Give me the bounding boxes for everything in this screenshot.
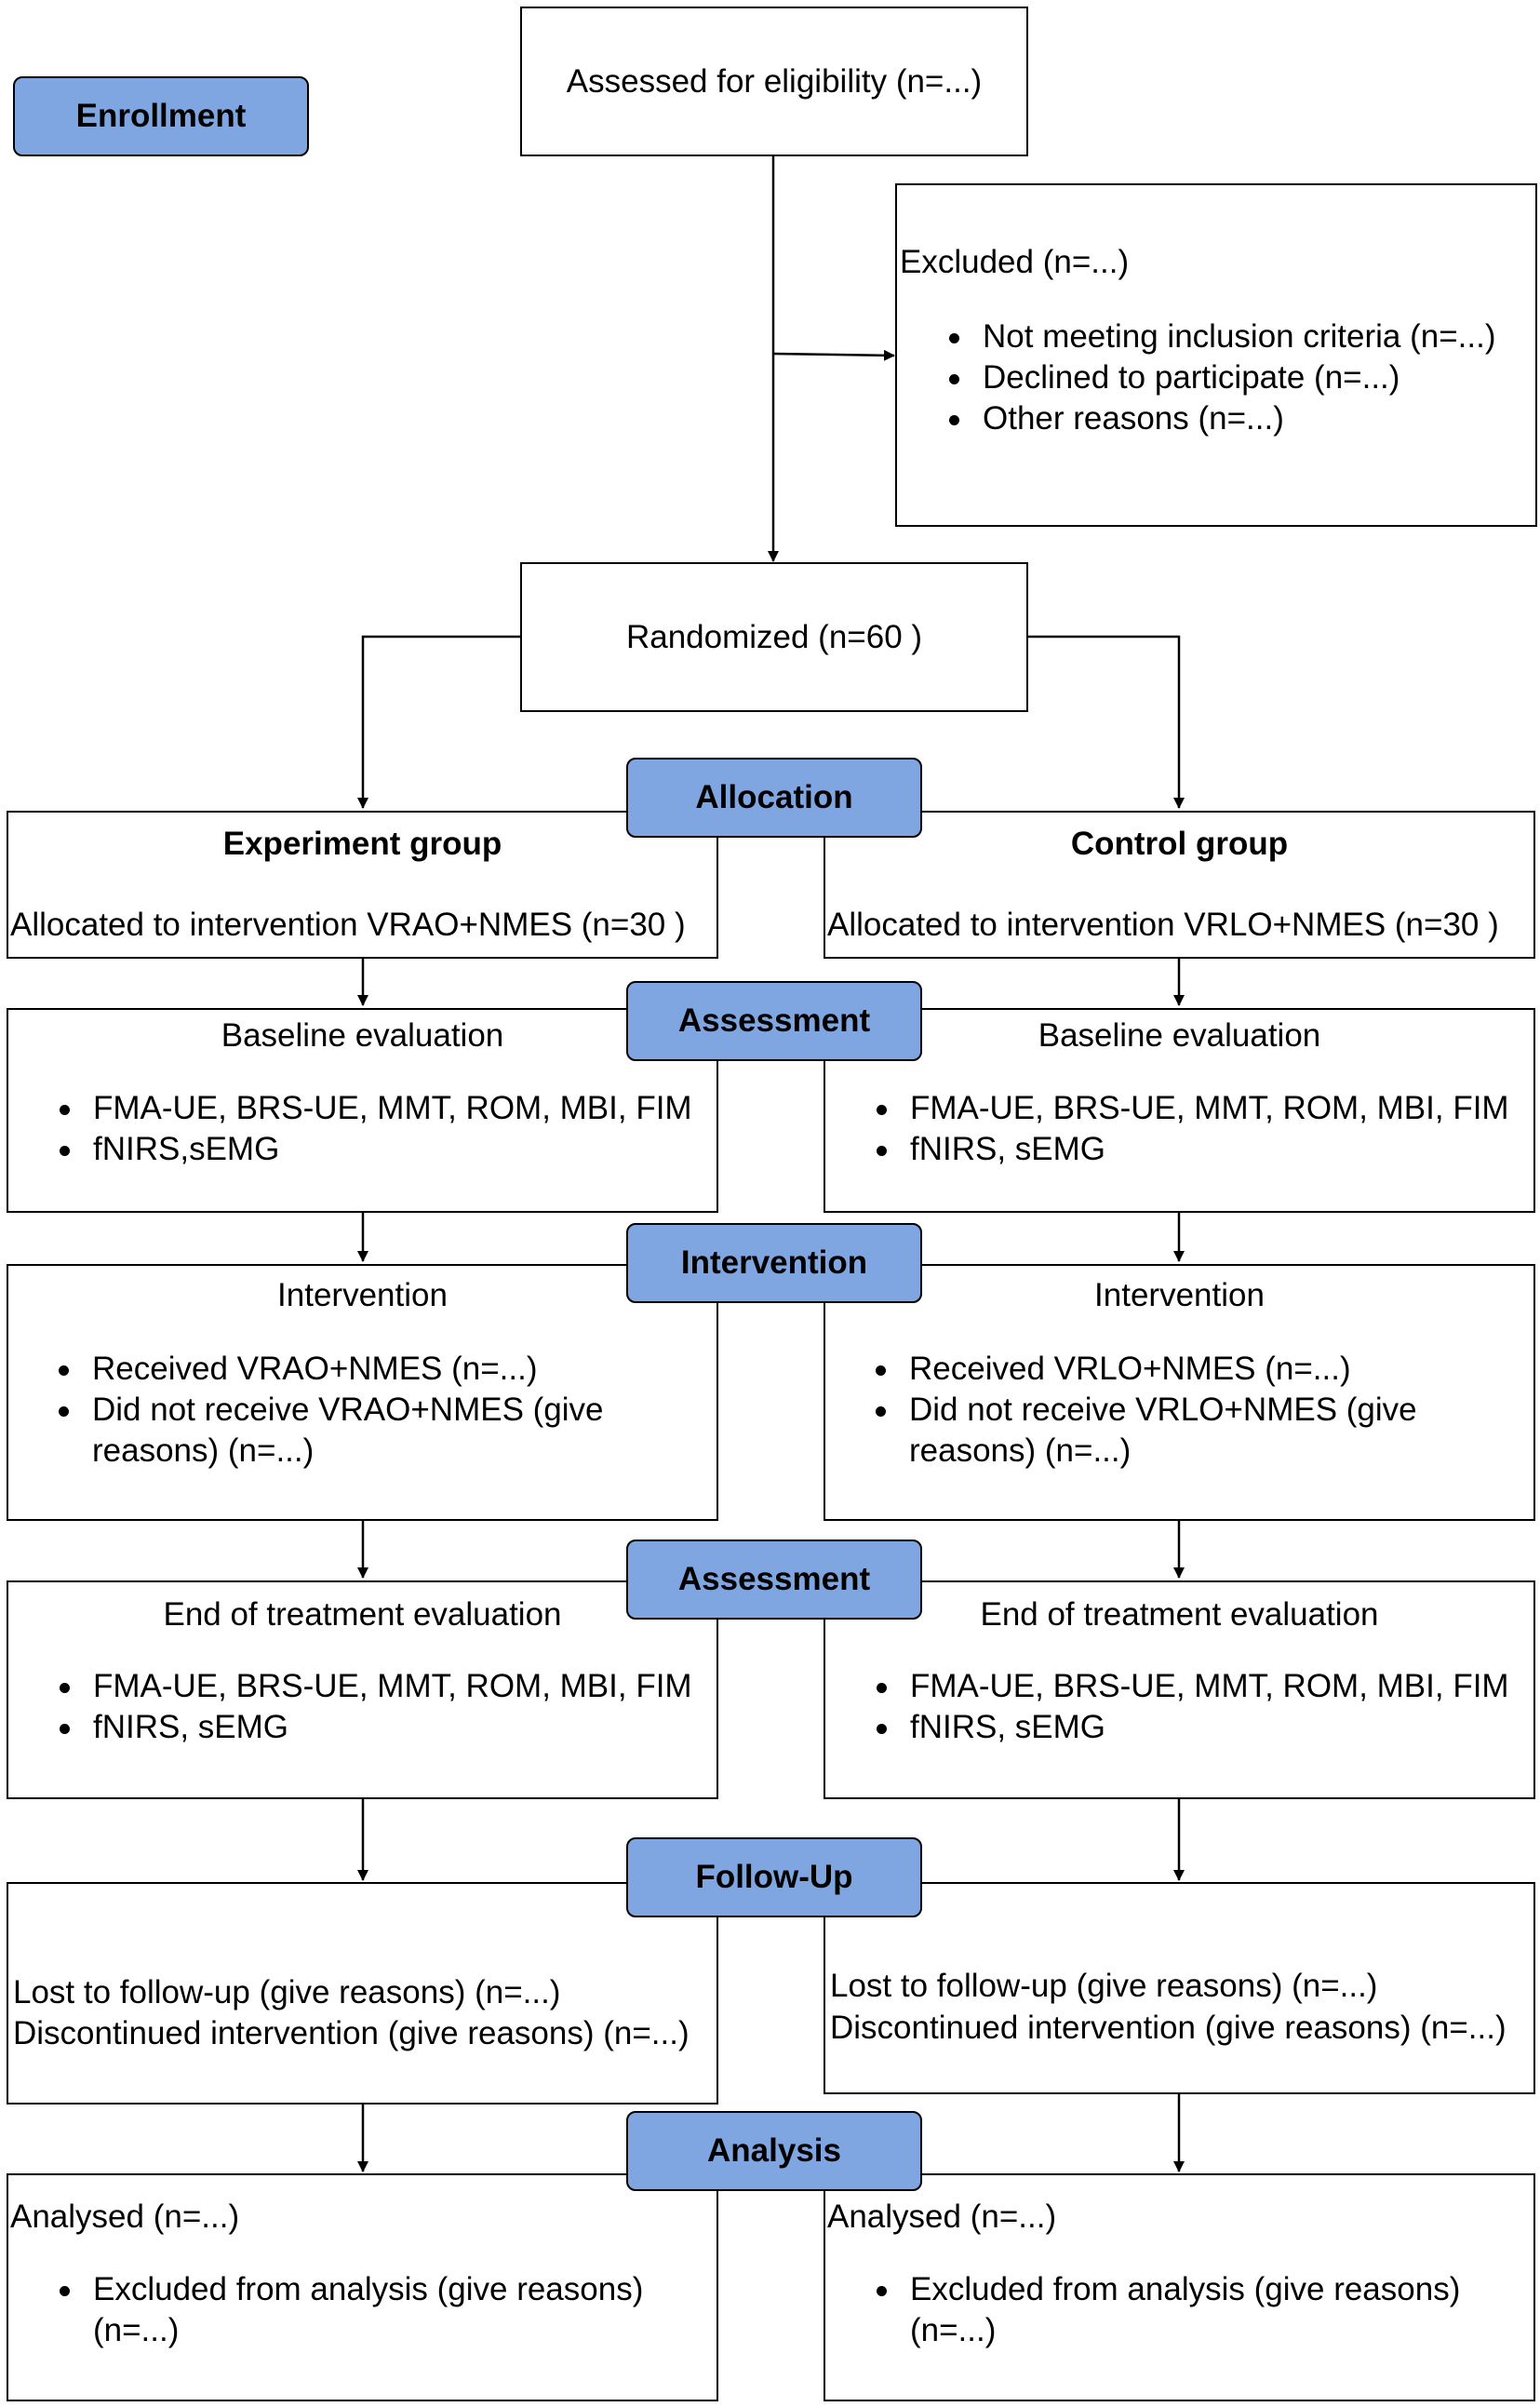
control-allocated-text: Allocated to intervention VRLO+NMES (n=3… xyxy=(827,907,1499,943)
experiment-intervention-title: Intervention xyxy=(277,1277,448,1313)
control-baseline-title: Baseline evaluation xyxy=(1038,1017,1321,1054)
experiment-end-evaluation-box: End of treatment evaluation FMA-UE, BRS-… xyxy=(7,1580,718,1799)
control-followup-box: Lost to follow-up (give reasons) (n=...)… xyxy=(824,1882,1535,2094)
experiment-discontinued-text: Discontinued intervention (give reasons)… xyxy=(13,2015,690,2051)
analysis-exclusion-item: Excluded from analysis (give reasons) (n… xyxy=(50,2269,683,2351)
excluded-reason-item: Not meeting inclusion criteria (n=...) xyxy=(940,316,1495,357)
control-baseline-list: FMA-UE, BRS-UE, MMT, ROM, MBI, FIM fNIRS… xyxy=(867,1088,1509,1170)
end-measure-item: FMA-UE, BRS-UE, MMT, ROM, MBI, FIM xyxy=(867,1666,1509,1707)
experiment-lost-text: Lost to follow-up (give reasons) (n=...) xyxy=(13,1974,561,2010)
eligibility-box: Assessed for eligibility (n=...) xyxy=(520,7,1028,156)
assessment-stage-label: Assessment xyxy=(626,1540,922,1620)
excluded-box: Excluded (n=...) Not meeting inclusion c… xyxy=(895,183,1537,527)
control-end-title: End of treatment evaluation xyxy=(980,1596,1379,1633)
intervention-item: Received VRAO+NMES (n=...) xyxy=(49,1349,682,1390)
enrollment-stage-label: Enrollment xyxy=(13,76,309,156)
experiment-allocated-text: Allocated to intervention VRAO+NMES (n=3… xyxy=(10,907,686,943)
experiment-followup-box: Lost to follow-up (give reasons) (n=...)… xyxy=(7,1882,718,2104)
experiment-end-list: FMA-UE, BRS-UE, MMT, ROM, MBI, FIM fNIRS… xyxy=(50,1666,692,1748)
randomized-text: Randomized (n=60 ) xyxy=(625,618,923,655)
allocation-stage-label: Allocation xyxy=(626,758,922,838)
excluded-reasons-list: Not meeting inclusion criteria (n=...) D… xyxy=(940,316,1495,439)
eligibility-text: Assessed for eligibility (n=...) xyxy=(566,62,983,100)
arrow-randomized-to-experiment xyxy=(357,635,520,809)
analysis-exclusion-item: Excluded from analysis (give reasons) (n… xyxy=(867,2269,1500,2351)
experiment-analysis-list: Excluded from analysis (give reasons) (n… xyxy=(50,2269,683,2351)
assessment-stage-label: Assessment xyxy=(626,981,922,1061)
control-analysis-list: Excluded from analysis (give reasons) (n… xyxy=(867,2269,1500,2351)
control-lost-text: Lost to follow-up (give reasons) (n=...) xyxy=(830,1968,1378,2004)
control-intervention-box: Intervention Received VRLO+NMES (n=...) … xyxy=(824,1264,1535,1521)
control-analysis-box: Analysed (n=...) Excluded from analysis … xyxy=(824,2173,1535,2401)
intervention-stage-label: Intervention xyxy=(626,1223,922,1303)
intervention-item: Did not receive VRAO+NMES (give reasons)… xyxy=(49,1390,682,1472)
excluded-reason-item: Declined to participate (n=...) xyxy=(940,357,1495,398)
control-group-title: Control group xyxy=(1070,826,1289,862)
experiment-intervention-box: Intervention Received VRAO+NMES (n=...) … xyxy=(7,1264,718,1521)
arrow-to-excluded xyxy=(772,349,895,361)
analysis-stage-label: Analysis xyxy=(626,2111,922,2191)
experiment-allocation-box: Experiment group Allocated to interventi… xyxy=(7,811,718,959)
excluded-reason-item: Other reasons (n=...) xyxy=(940,398,1495,439)
control-baseline-box: Baseline evaluation FMA-UE, BRS-UE, MMT,… xyxy=(824,1008,1535,1213)
control-analysed-text: Analysed (n=...) xyxy=(827,2199,1057,2235)
intervention-item: Received VRLO+NMES (n=...) xyxy=(866,1349,1499,1390)
baseline-measure-item: fNIRS, sEMG xyxy=(867,1129,1509,1170)
experiment-analysed-text: Analysed (n=...) xyxy=(10,2199,240,2235)
arrow-randomized-to-control xyxy=(1027,635,1185,809)
experiment-end-title: End of treatment evaluation xyxy=(163,1596,562,1633)
control-intervention-title: Intervention xyxy=(1094,1277,1265,1313)
baseline-measure-item: fNIRS,sEMG xyxy=(50,1129,692,1170)
experiment-group-title: Experiment group xyxy=(222,826,502,862)
experiment-baseline-list: FMA-UE, BRS-UE, MMT, ROM, MBI, FIM fNIRS… xyxy=(50,1088,692,1170)
control-end-evaluation-box: End of treatment evaluation FMA-UE, BRS-… xyxy=(824,1580,1535,1799)
intervention-item: Did not receive VRLO+NMES (give reasons)… xyxy=(866,1390,1499,1472)
end-measure-item: fNIRS, sEMG xyxy=(50,1707,692,1748)
control-discontinued-text: Discontinued intervention (give reasons)… xyxy=(830,2010,1507,2046)
follow-up-stage-label: Follow-Up xyxy=(626,1837,922,1917)
excluded-title: Excluded (n=...) xyxy=(900,244,1130,280)
experiment-intervention-list: Received VRAO+NMES (n=...) Did not recei… xyxy=(49,1349,682,1472)
control-allocation-box: Control group Allocated to intervention … xyxy=(824,811,1535,959)
experiment-baseline-box: Baseline evaluation FMA-UE, BRS-UE, MMT,… xyxy=(7,1008,718,1213)
end-measure-item: fNIRS, sEMG xyxy=(867,1707,1509,1748)
experiment-analysis-box: Analysed (n=...) Excluded from analysis … xyxy=(7,2173,718,2401)
end-measure-item: FMA-UE, BRS-UE, MMT, ROM, MBI, FIM xyxy=(50,1666,692,1707)
control-end-list: FMA-UE, BRS-UE, MMT, ROM, MBI, FIM fNIRS… xyxy=(867,1666,1509,1748)
randomized-box: Randomized (n=60 ) xyxy=(520,562,1028,712)
baseline-measure-item: FMA-UE, BRS-UE, MMT, ROM, MBI, FIM xyxy=(50,1088,692,1129)
experiment-baseline-title: Baseline evaluation xyxy=(221,1017,504,1054)
baseline-measure-item: FMA-UE, BRS-UE, MMT, ROM, MBI, FIM xyxy=(867,1088,1509,1129)
control-intervention-list: Received VRLO+NMES (n=...) Did not recei… xyxy=(866,1349,1499,1472)
